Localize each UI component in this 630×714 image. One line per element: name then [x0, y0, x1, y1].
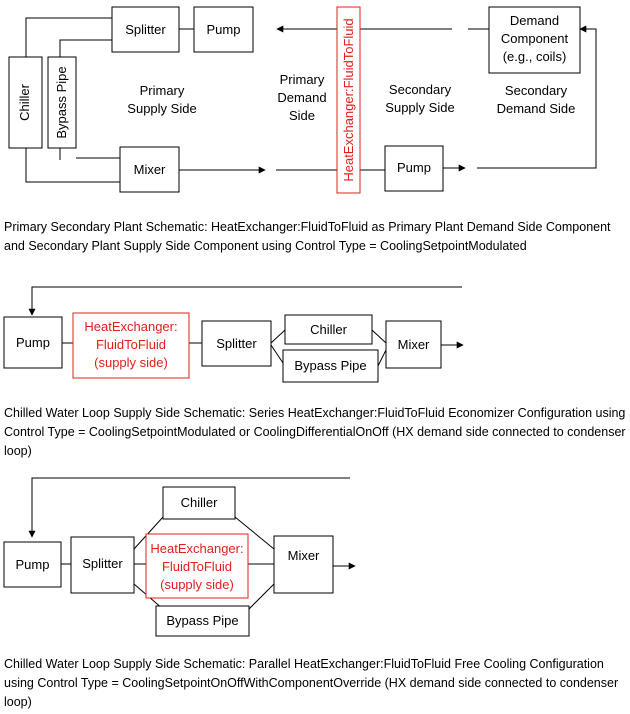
- s-heat-exchanger-box: [72, 312, 190, 379]
- primary-demand-side-label-1: Primary: [280, 72, 325, 87]
- s-splitter-box: [201, 320, 272, 367]
- s-hx-label-1: HeatExchanger:: [84, 319, 177, 334]
- primary-supply-side-label-1: Primary: [140, 83, 185, 98]
- p-splitter-label: Splitter: [82, 556, 123, 571]
- secondary-pump-label: Pump: [397, 160, 431, 175]
- p-hx-label-3: (supply side): [160, 577, 234, 592]
- splitter-box: [111, 6, 180, 53]
- p-pump-label: Pump: [16, 557, 50, 572]
- chiller-box: [8, 56, 43, 149]
- secondary-supply-side-label-1: Secondary: [389, 82, 452, 97]
- caption-primary-secondary: Primary Secondary Plant Schematic: HeatE…: [4, 220, 611, 253]
- mixer-box: [119, 146, 180, 193]
- s-pump-box: [3, 316, 63, 369]
- s-hx-label-2: FluidToFluid: [96, 337, 166, 352]
- primary-demand-side-label-2: Demand: [277, 90, 326, 105]
- s-bypass-pipe-box: [282, 349, 379, 383]
- bypass-pipe-box: [47, 56, 77, 149]
- s-pump-label: Pump: [16, 335, 50, 350]
- bypass-pipe-label: Bypass Pipe: [54, 66, 69, 138]
- s-bypass-pipe-label: Bypass Pipe: [294, 358, 366, 373]
- demand-component-label-1: Demand: [510, 13, 559, 28]
- s-mixer-box: [385, 320, 442, 369]
- p-chiller-label: Chiller: [181, 495, 219, 510]
- p-mixer-label: Mixer: [288, 548, 320, 563]
- p-hx-label-1: HeatExchanger:: [150, 541, 243, 556]
- p-hx-label-2: FluidToFluid: [162, 559, 232, 574]
- p-heat-exchanger-box: [145, 533, 249, 599]
- p-bypass-pipe-box: [155, 605, 250, 637]
- series-economizer-schematic: [28, 286, 464, 367]
- parallel-free-cooling-schematic: [28, 477, 356, 610]
- p-bypass-pipe-label: Bypass Pipe: [166, 613, 238, 628]
- caption-parallel-free-cooling: Chilled Water Loop Supply Side Schematic…: [4, 657, 619, 709]
- primary-pump-label: Pump: [207, 22, 241, 37]
- p-pump-box: [3, 541, 62, 588]
- primary-pump-box: [193, 6, 254, 53]
- s-hx-label-3: (supply side): [94, 355, 168, 370]
- heat-exchanger-box: [336, 6, 361, 194]
- s-mixer-label: Mixer: [398, 337, 430, 352]
- s-chiller-label: Chiller: [310, 322, 348, 337]
- p-splitter-box: [70, 536, 135, 594]
- s-splitter-label: Splitter: [216, 336, 257, 351]
- primary-demand-side-label-3: Side: [289, 108, 315, 123]
- splitter-label: Splitter: [125, 22, 166, 37]
- secondary-pump-box: [384, 145, 444, 192]
- secondary-demand-side-label-1: Secondary: [505, 83, 568, 98]
- secondary-supply-side-label-2: Supply Side: [385, 100, 454, 115]
- demand-component-box: [488, 6, 581, 74]
- demand-component-label-3: (e.g., coils): [503, 49, 567, 64]
- caption-series-economizer: Chilled Water Loop Supply Side Schematic…: [4, 406, 626, 458]
- s-chiller-box: [284, 314, 373, 345]
- demand-component-label-2: Component: [501, 31, 569, 46]
- primary-supply-side-label-2: Supply Side: [127, 101, 196, 116]
- heat-exchanger-label: HeatExchanger:FluidToFluid: [341, 18, 356, 181]
- chiller-label: Chiller: [17, 83, 32, 121]
- p-chiller-box: [162, 486, 236, 520]
- mixer-label: Mixer: [134, 162, 166, 177]
- secondary-demand-side-label-2: Demand Side: [497, 101, 576, 116]
- p-mixer-box: [273, 535, 334, 594]
